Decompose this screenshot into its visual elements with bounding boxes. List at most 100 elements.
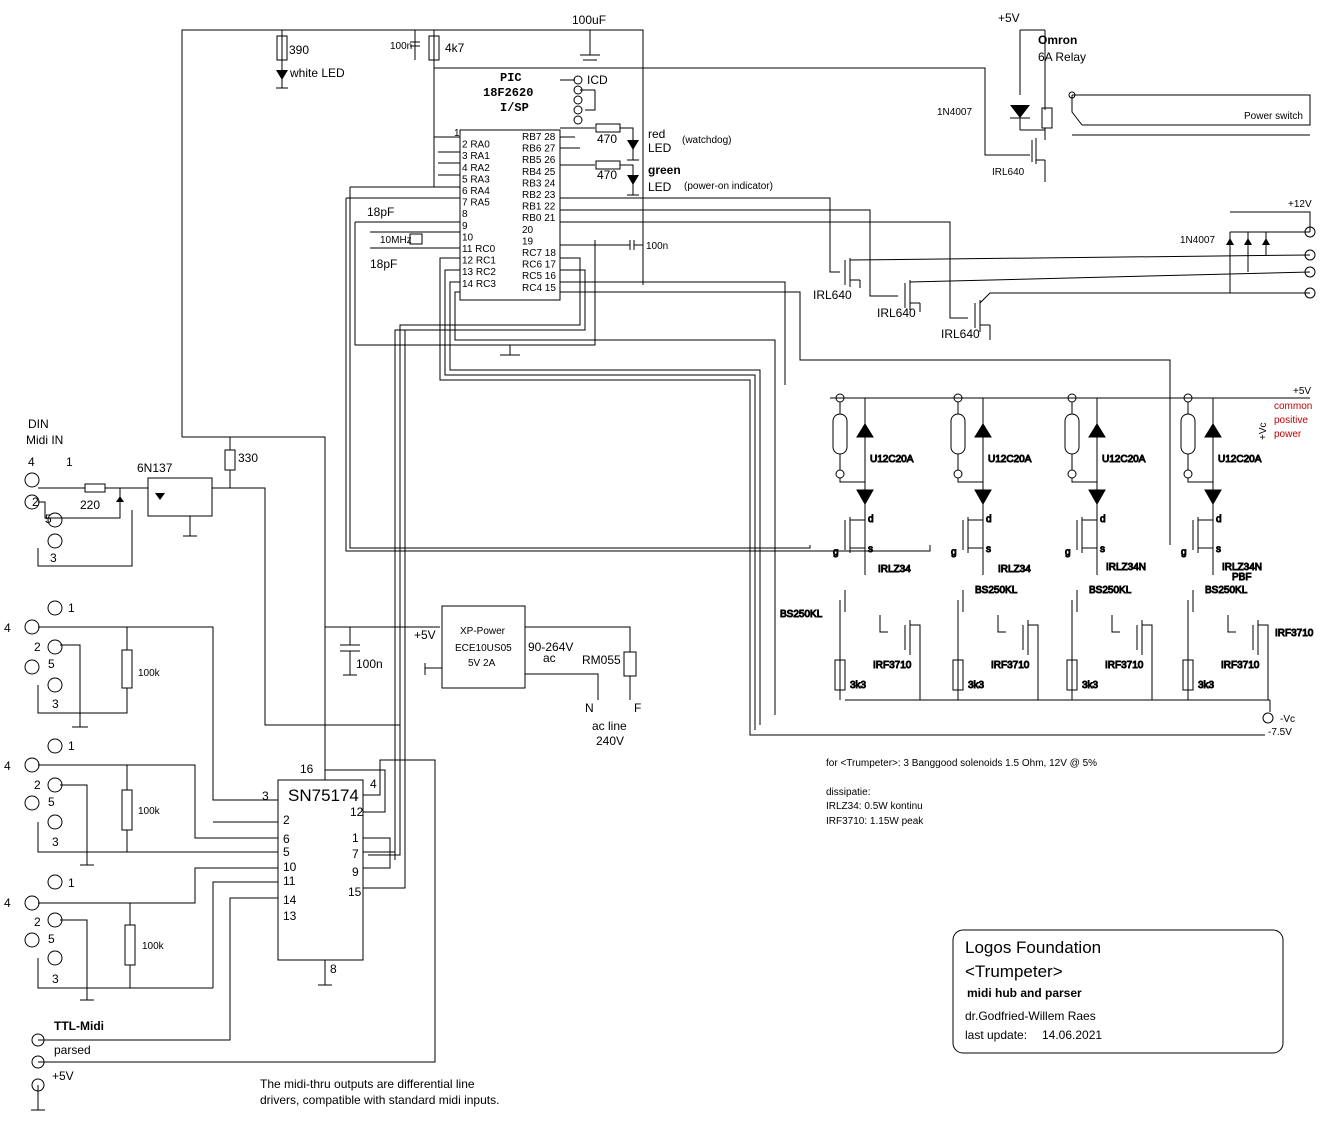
label-pin-n: N [585,701,594,715]
diode-icon [974,423,992,438]
label-pic-left-pin: 14 RC3 [462,279,496,290]
label-sn: SN75174 [288,786,359,805]
label-r3k3: 3k3 [968,680,985,691]
wire [850,547,866,575]
label-pic-right-pin: RB7 28 [522,132,556,143]
label-r330: 330 [238,451,258,465]
label-red: red [648,127,665,141]
label-pic-right-pin: 19 [522,236,534,247]
label-sn-pin: 10 [283,860,297,874]
label-acline2: 240V [596,734,624,748]
wire [1187,478,1213,483]
label-pic-left-pin: 11 RC0 [462,244,496,255]
label-pin-d: d [986,514,992,525]
diode-icon [856,489,874,506]
label-irl640-1: IRL640 [813,288,852,302]
label-vneg: -7.5V [1268,727,1292,738]
label-pic-right-pin: RC7 18 [522,248,556,259]
label-pin-d: d [1100,514,1106,525]
label-led2: LED [648,180,672,194]
diode-symbols [116,70,1270,502]
wire [839,478,865,483]
label-xtal: 10MHz [380,235,412,246]
label-midi-out-pin: 4 [4,759,11,773]
label-sn-pin: 4 [370,777,377,791]
label-sn-pin: 7 [352,847,359,861]
label-c18pf-b: 18pF [370,257,397,271]
wire [1142,624,1153,700]
label-u12c20a: U12C20A [988,454,1032,465]
label-v5-psu: +5V [414,628,436,642]
label-c100n-top: 100n [390,41,412,52]
label-led1: LED [648,141,672,155]
label-v5-rail: +5V [1293,386,1311,397]
label-r100k: 100k [142,941,165,952]
label-ttl-midi: TTL-Midi [54,1019,104,1033]
label-icd: ICD [587,73,608,87]
label-pin-s: s [868,544,873,555]
label-pic-pkg: I/SP [500,101,529,115]
label-sn-pin: 2 [283,813,290,827]
label-midi-out-pin: 4 [4,896,11,910]
label-u12c20a: U12C20A [1218,454,1262,465]
label-din-pin: 5 [45,512,52,526]
solenoid-coil [832,413,848,455]
label-r4k7: 4k7 [445,41,465,55]
label-irlz34: IRLZ34 [878,564,911,575]
solenoid-coil [1064,413,1080,455]
label-d1n4007a: 1N4007 [937,107,972,118]
label-pic-name: PIC [500,71,522,85]
label-sn-pin: 8 [330,962,337,976]
label-xp1: XP-Power [460,626,506,637]
label-midi-in: Midi IN [26,433,63,447]
label-title4: dr.Godfried-Willem Raes [965,1009,1096,1023]
label-pin-g: g [833,547,839,558]
label-pic-left-pin: 3 RA1 [462,151,490,162]
label-sn-pin: 14 [283,893,297,907]
label-midi-out-pin: 1 [68,876,75,890]
label-v5-bottom: +5V [52,1069,74,1083]
diode-icon [974,489,992,506]
diode-icon [1204,423,1222,438]
label-irlz34-diss: IRLZ34: 0.5W kontinu [826,801,923,812]
label-pin-s: s [1100,544,1105,555]
label-pin-d: d [868,514,874,525]
label-irf3710: IRF3710 [1105,660,1144,671]
label-sn-pin: 1 [352,831,359,845]
label-midi-out-pin: 3 [52,972,59,986]
label-v12: +12V [1288,199,1312,210]
wire [1028,624,1039,700]
label-pic-right-pin: 20 [522,225,534,236]
label-sn-pin: 11 [283,874,296,888]
label-r3k3: 3k3 [850,680,867,691]
label-midi-out-pin: 4 [4,621,11,635]
label-bs250kl: BS250KL [1089,585,1132,596]
label-vc-minus: -Vc [1280,714,1295,725]
label-green: green [648,163,681,177]
wire [1071,478,1097,483]
label-din-pin: 1 [66,455,73,469]
label-opto: 6N137 [137,461,173,475]
label-midi-out-pin: 1 [68,601,75,615]
label-midi-out-pin: 3 [52,697,59,711]
node [1183,469,1193,479]
solenoid-channel-shapes: U12C20A BS250KL IRF3710 3k3 g s d U12C20A BS250K… [780,393,1314,700]
resistor-3k3 [834,659,846,691]
label-r220: 220 [80,498,100,512]
label-power-switch: Power switch [1244,111,1303,122]
label-bs250kl: BS250KL [975,585,1018,596]
label-pic-right-pin: RB2 23 [522,190,556,201]
label-white-led: white LED [289,66,345,80]
label-title5: last update: [965,1028,1027,1042]
label-irlz34: IRLZ34 [998,564,1031,575]
label-pic-left-pin: 6 RA4 [462,186,490,197]
label-pic-left-pin: 7 RA5 [462,198,490,209]
label-pic-right-pin: RB1 22 [522,202,556,213]
label-sn-pin: 3 [262,789,269,803]
label-r390: 390 [289,43,309,57]
label-din-pin: 3 [50,551,57,565]
diode-icon [1088,423,1106,438]
wire [957,478,983,483]
wire [1082,547,1098,575]
wire [1227,615,1236,633]
